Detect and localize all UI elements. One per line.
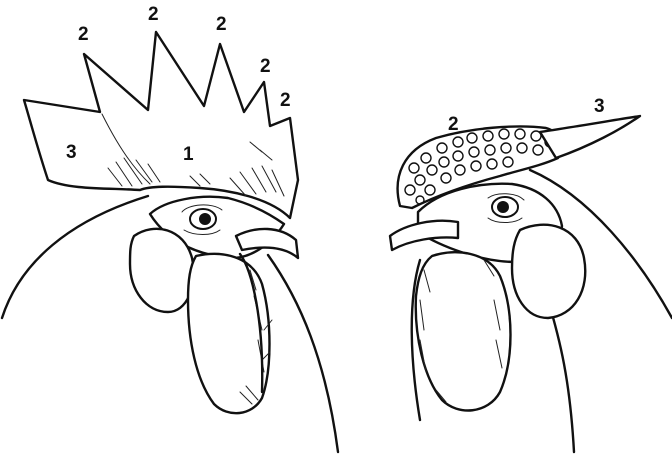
left-wattle (188, 254, 270, 413)
left-back-outline (268, 255, 338, 452)
right-eye-pupil (497, 201, 509, 213)
label-rose-comb: 2 (448, 114, 459, 135)
right-earlobe (512, 225, 585, 318)
right-wattle (416, 252, 511, 410)
right-neck-back (548, 300, 574, 452)
rose-comb-spike (540, 116, 640, 158)
label-comb-body: 1 (183, 144, 194, 165)
single-comb (24, 32, 298, 218)
left-neck-outline (2, 196, 148, 318)
left-earlobe (130, 229, 194, 312)
label-rose-comb-spike: 3 (594, 96, 605, 117)
label-comb-point-2: 2 (148, 4, 159, 25)
label-comb-point-1: 2 (78, 24, 89, 45)
label-comb-point-4: 2 (260, 56, 271, 77)
label-comb-blade: 3 (66, 142, 77, 163)
label-comb-point-5: 2 (280, 90, 291, 111)
label-comb-point-3: 2 (216, 14, 227, 35)
left-eye-pupil (199, 213, 211, 225)
right-head-rose-comb (390, 116, 672, 452)
